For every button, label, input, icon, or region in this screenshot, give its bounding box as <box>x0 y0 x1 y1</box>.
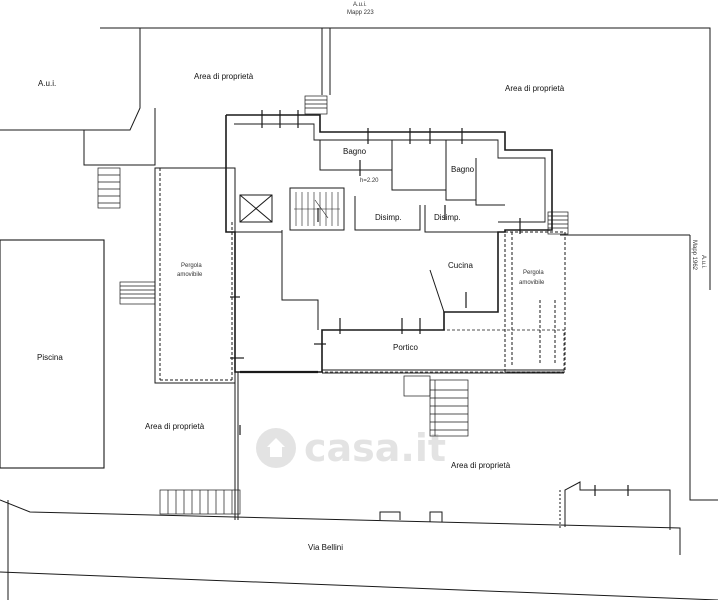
room-disimp-2: Disimp. <box>434 213 461 222</box>
aui-top-label: A.u.i. <box>353 2 367 8</box>
lot-boundary-south <box>0 499 681 555</box>
area-label-northeast: Area di proprietà <box>505 84 565 93</box>
aui-right-label: A.u.i. <box>700 255 706 269</box>
area-label-northwest: Area di proprietà <box>194 72 254 81</box>
mapp-top-label: Mapp 223 <box>347 10 374 16</box>
mapp-right-label: Mapp 1962 <box>691 240 697 271</box>
pergola-left-label-2: amovibile <box>177 272 203 278</box>
internal-stairs <box>289 187 345 231</box>
portico <box>321 329 565 373</box>
watermark-text: casa.it <box>304 426 447 470</box>
area-label-southeast: Area di proprietà <box>451 461 511 470</box>
stairs-pergola <box>119 281 156 305</box>
building-inner <box>234 123 546 223</box>
lot-boundary-north <box>100 27 711 290</box>
pergola-right <box>504 231 566 373</box>
height-note: h=2.20 <box>360 178 379 184</box>
pool-label: Piscina <box>37 353 63 362</box>
lot-boundary-east <box>689 235 718 501</box>
pergola-right-label-1: Pergola <box>523 270 544 276</box>
stairs-north-left <box>304 95 328 115</box>
pergola-right-label-2: amovibile <box>519 280 545 286</box>
pergola-left-label-1: Pergola <box>181 263 202 269</box>
street-edge <box>0 571 718 600</box>
house-icon <box>256 428 296 468</box>
elevator-shaft <box>239 194 273 223</box>
aui-left-label: A.u.i. <box>38 79 57 88</box>
street-label: Via Bellini <box>308 543 343 552</box>
room-cucina: Cucina <box>448 261 473 270</box>
stairs-south <box>403 375 469 437</box>
aui-left-boundary <box>0 28 141 131</box>
room-disimp-1: Disimp. <box>375 213 402 222</box>
stairs-east <box>547 211 569 235</box>
pool <box>0 239 105 469</box>
room-portico: Portico <box>393 343 418 352</box>
building-outer <box>225 114 553 373</box>
room-bagno-2: Bagno <box>451 165 475 174</box>
area-label-southwest: Area di proprietà <box>145 422 205 431</box>
stairs-west <box>97 167 121 209</box>
room-bagno-1: Bagno <box>343 147 367 156</box>
stairs-southwest <box>159 489 241 515</box>
watermark: casa.it <box>256 426 446 470</box>
